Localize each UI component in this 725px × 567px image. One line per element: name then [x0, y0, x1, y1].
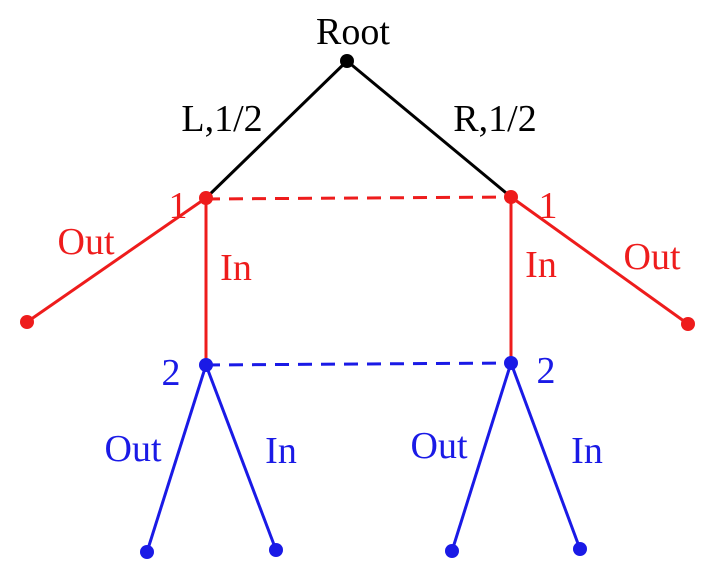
edge-root-right — [346, 59, 512, 199]
p2-left-label: 2 — [162, 352, 181, 394]
p2-right-in-label: In — [571, 430, 603, 472]
p1-out-right-label: Out — [624, 236, 681, 278]
p1-in-right-label: In — [525, 244, 557, 286]
edge-p2-left-in — [204, 364, 278, 551]
p2-right-label: 2 — [537, 350, 556, 392]
info-set-p2 — [205, 361, 512, 367]
p1-left-label: 1 — [169, 185, 188, 227]
edge-p2-left-out — [145, 364, 208, 553]
node-p1-right — [504, 190, 518, 204]
edge-p2-right-out — [450, 362, 513, 552]
edge-root-left — [204, 59, 349, 200]
p2-left-out-label: Out — [105, 428, 162, 470]
edge-label-right: R,1/2 — [453, 98, 536, 140]
node-p2-right — [504, 356, 518, 370]
leaf-p1-left-out — [20, 315, 34, 329]
leaf-p1-right-out — [681, 317, 695, 331]
node-p2-left — [199, 358, 213, 372]
leaf-p2-left-out — [140, 545, 154, 559]
node-p1-left — [199, 191, 213, 205]
edge-p1-left-out — [26, 196, 207, 324]
p1-out-left-label: Out — [58, 221, 115, 263]
root-label: Root — [316, 11, 390, 53]
p2-right-out-label: Out — [411, 425, 468, 467]
leaf-p2-left-in — [269, 543, 283, 557]
info-set-p1 — [205, 195, 512, 201]
node-root — [340, 54, 354, 68]
edge-p2-right-in — [509, 362, 582, 550]
edge-label-left: L,1/2 — [181, 98, 262, 140]
edge-p1-right-out — [510, 195, 689, 326]
p1-in-left-label: In — [220, 247, 252, 289]
p1-right-label: 1 — [539, 185, 558, 227]
p2-left-in-label: In — [265, 430, 297, 472]
leaf-p2-right-out — [445, 544, 459, 558]
leaf-p2-right-in — [573, 542, 587, 556]
